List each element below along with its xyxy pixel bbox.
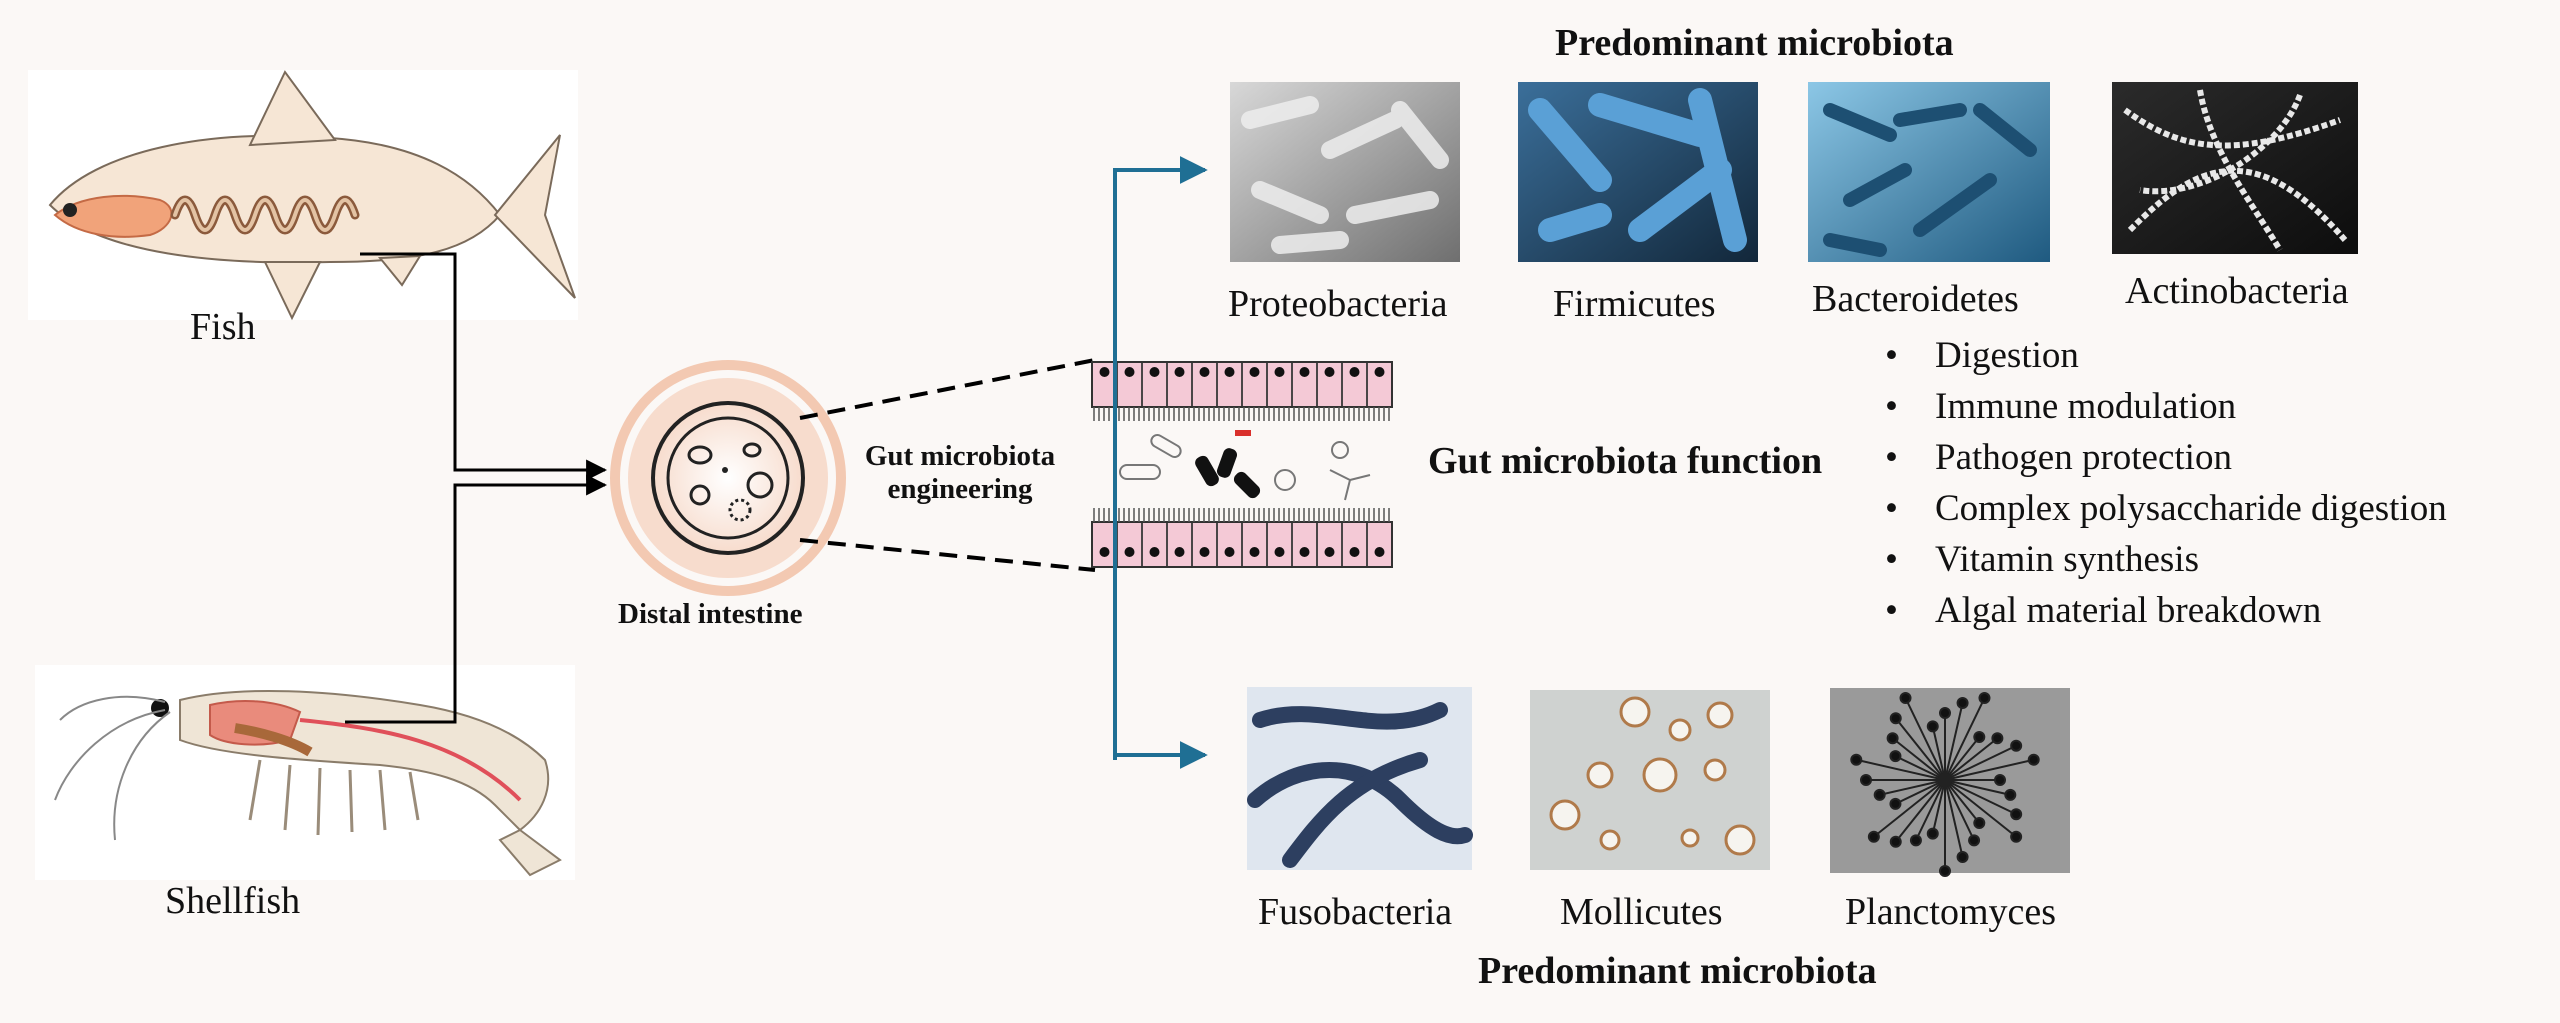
microbe-image-actinobacteria: [2112, 82, 2358, 254]
branch-arrows: [1113, 156, 1208, 769]
microbe-label-mollicutes: Mollicutes: [1560, 891, 1723, 933]
shellfish-label: Shellfish: [165, 880, 301, 922]
intestine-icon: [610, 360, 846, 596]
shellfish-illustration: [35, 665, 575, 880]
top-group-title: Predominant microbiota: [1555, 22, 1954, 64]
microbe-label-fusobacteria: Fusobacteria: [1258, 891, 1453, 933]
microbe-label-bacteroidetes: Bacteroidetes: [1812, 278, 2019, 320]
microbe-label-proteobacteria: Proteobacteria: [1228, 283, 1448, 325]
function-title: Gut microbiota function: [1428, 440, 1823, 482]
fish-illustration: [28, 70, 578, 321]
microbe-label-firmicutes: Firmicutes: [1553, 283, 1716, 325]
microbe-image-bacteroidetes: [1808, 82, 2050, 262]
microbe-label-planctomyces: Planctomyces: [1845, 891, 2057, 933]
microbe-label-actinobacteria: Actinobacteria: [2125, 270, 2349, 312]
function-item: Vitamin synthesis: [1885, 534, 2447, 585]
engineering-label-line1: Gut microbiota: [864, 440, 1056, 472]
function-item: Complex polysaccharide digestion: [1885, 483, 2447, 534]
source-connectors: [345, 252, 608, 724]
function-list: Digestion Immune modulation Pathogen pro…: [1885, 330, 2447, 636]
function-item: Pathogen protection: [1885, 432, 2447, 483]
fish-label: Fish: [190, 306, 256, 348]
distal-intestine-label: Distal intestine: [618, 598, 803, 630]
function-item: Digestion: [1885, 330, 2447, 381]
microbe-image-firmicutes: [1518, 82, 1758, 262]
microbe-image-proteobacteria: [1230, 82, 1460, 262]
gut-epithelium-illustration: [1091, 361, 1393, 568]
function-item: Algal material breakdown: [1885, 585, 2447, 636]
microbe-image-mollicutes: [1530, 690, 1770, 870]
microbe-image-planctomyces: [1830, 688, 2070, 877]
function-item: Immune modulation: [1885, 381, 2447, 432]
engineering-label-line2: engineering: [887, 473, 1033, 506]
engineering-label: Gut microbiota engineering: [860, 440, 1060, 507]
bottom-group-title: Predominant microbiota: [1478, 950, 1877, 992]
zoom-lines: [799, 358, 1096, 572]
microbe-image-fusobacteria: [1247, 687, 1473, 870]
